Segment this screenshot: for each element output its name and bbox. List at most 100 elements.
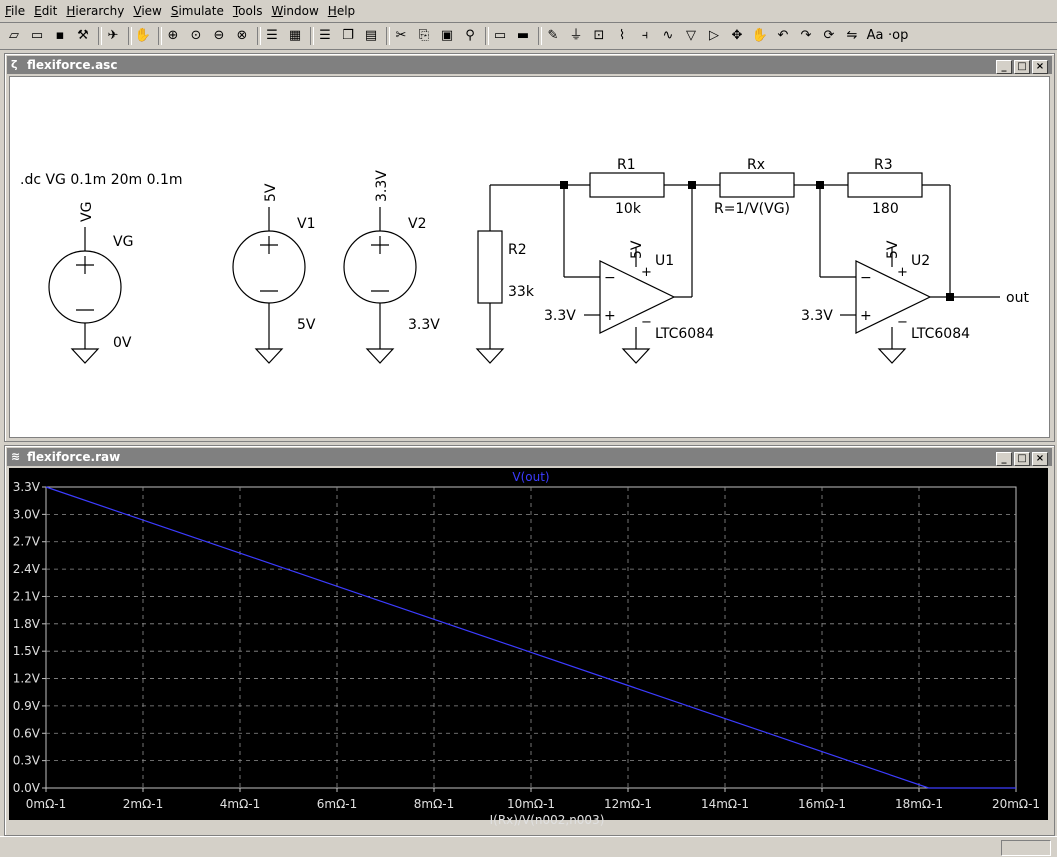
- cascade-icon[interactable]: ❐: [342, 28, 354, 43]
- control-panel-icon[interactable]: ⚒: [77, 28, 89, 43]
- zoom-pan-icon[interactable]: ⊙: [190, 28, 202, 43]
- minimize-button[interactable]: _: [996, 60, 1012, 74]
- save-icon[interactable]: ▪: [55, 28, 65, 43]
- label-icon[interactable]: ⊡: [593, 28, 605, 43]
- menu-window[interactable]: Window: [271, 4, 319, 18]
- print-icon[interactable]: ▬: [516, 28, 530, 43]
- menu-tools[interactable]: Tools: [232, 4, 263, 18]
- u1-name[interactable]: U1: [655, 253, 674, 269]
- move-icon[interactable]: ✥: [731, 28, 743, 43]
- zoom-cancel-icon[interactable]: ⊗: [236, 28, 248, 43]
- paste-icon[interactable]: ▣: [440, 28, 454, 43]
- menu-file[interactable]: File: [5, 4, 26, 18]
- grid-icon[interactable]: ▦: [288, 28, 302, 43]
- copy-icon[interactable]: ⎘: [418, 28, 430, 43]
- r2-value[interactable]: 33k: [508, 284, 535, 300]
- menu-simulate[interactable]: Simulate: [170, 4, 224, 18]
- r1-name[interactable]: R1: [617, 157, 636, 173]
- u2-ref-label[interactable]: 3.3V: [801, 308, 833, 324]
- vg-value[interactable]: 0V: [113, 335, 132, 351]
- zoom-out-icon[interactable]: ⊖: [213, 28, 225, 43]
- v2-node-label[interactable]: 3.3V: [374, 170, 390, 202]
- plot-titlebar[interactable]: ≋ flexiforce.raw _□×: [7, 448, 1052, 466]
- u2-name[interactable]: U2: [911, 253, 930, 269]
- r2-name[interactable]: R2: [508, 242, 527, 258]
- tile-horizontal-icon[interactable]: ☰: [319, 28, 331, 43]
- spice-directive[interactable]: .dc VG 0.1m 20m 0.1m: [20, 172, 183, 188]
- r3-value[interactable]: 180: [872, 201, 899, 217]
- cut-icon[interactable]: ✂: [395, 28, 407, 43]
- run-icon[interactable]: ✈: [107, 28, 119, 43]
- svg-text:−: −: [860, 270, 872, 286]
- svg-text:+: +: [604, 308, 616, 324]
- autorange-icon[interactable]: ☰: [266, 28, 278, 43]
- u1-ref-label[interactable]: 3.3V: [544, 308, 576, 324]
- r3-name[interactable]: R3: [874, 157, 893, 173]
- maximize-button[interactable]: □: [1014, 60, 1030, 74]
- rx-value[interactable]: R=1/V(VG): [714, 201, 790, 217]
- svg-text:+: +: [641, 265, 652, 280]
- schematic-window[interactable]: ζ flexiforce.asc _□×: [4, 53, 1055, 442]
- menu-hierarchy[interactable]: Hierarchy: [66, 4, 125, 18]
- drag-icon[interactable]: ✋: [751, 28, 769, 43]
- y-tick-label: 3.3V: [13, 480, 41, 494]
- svg-text:+: +: [897, 265, 908, 280]
- close-button[interactable]: ×: [1032, 60, 1048, 74]
- menu-edit[interactable]: Edit: [34, 4, 58, 18]
- y-tick-label: 1.8V: [13, 617, 41, 631]
- schematic-icon: ζ: [11, 58, 18, 71]
- zoom-in-icon[interactable]: ⊕: [167, 28, 179, 43]
- svg-text:−: −: [897, 315, 908, 330]
- close-button[interactable]: ×: [1032, 452, 1048, 466]
- component-icon[interactable]: ▷: [709, 28, 719, 43]
- diode-icon[interactable]: ▽: [686, 28, 696, 43]
- spice-directive-icon[interactable]: ·op: [888, 28, 909, 43]
- toolbar-separator: [538, 27, 542, 45]
- close-all-icon[interactable]: ▤: [364, 28, 378, 43]
- inductor-icon[interactable]: ∿: [662, 28, 674, 43]
- open-icon[interactable]: ▭: [30, 28, 44, 43]
- r1-value[interactable]: 10k: [615, 201, 642, 217]
- wire-icon[interactable]: ✎: [547, 28, 559, 43]
- halt-icon[interactable]: ✋: [134, 28, 152, 43]
- rotate-icon[interactable]: ⟳: [823, 28, 835, 43]
- new-schematic-icon[interactable]: ▱: [9, 28, 19, 43]
- vg-name[interactable]: VG: [113, 234, 133, 250]
- ground-icon[interactable]: ⏚: [569, 28, 583, 43]
- mirror-icon[interactable]: ⇋: [846, 28, 858, 43]
- minimize-button[interactable]: _: [996, 452, 1012, 466]
- toolbar-separator: [485, 27, 489, 45]
- u2-model[interactable]: LTC6084: [911, 326, 970, 342]
- x-tick-label: 0mΩ-1: [26, 797, 66, 811]
- vg-node-label[interactable]: VG: [79, 202, 95, 222]
- v1-value[interactable]: 5V: [297, 317, 316, 333]
- text-icon[interactable]: Aa: [866, 28, 884, 43]
- u2-supply-label[interactable]: 5V: [885, 240, 901, 259]
- waveform-icon: ≋: [11, 450, 21, 463]
- undo-icon[interactable]: ↶: [777, 28, 789, 43]
- find-icon[interactable]: ⚲: [465, 28, 475, 43]
- v1-node-label[interactable]: 5V: [263, 183, 279, 202]
- schematic-canvas[interactable]: −+ −+ +− +− .dc VG 0.1m 20m 0.1m VG VG 0…: [9, 76, 1050, 438]
- x-tick-label: 6mΩ-1: [317, 797, 357, 811]
- schematic-titlebar[interactable]: ζ flexiforce.asc _□×: [7, 56, 1052, 74]
- v2-value[interactable]: 3.3V: [408, 317, 440, 333]
- u1-model[interactable]: LTC6084: [655, 326, 714, 342]
- rx-name[interactable]: Rx: [747, 157, 765, 173]
- redo-icon[interactable]: ↷: [800, 28, 812, 43]
- u1-supply-label[interactable]: 5V: [629, 240, 645, 259]
- menu-view[interactable]: View: [133, 4, 162, 18]
- svg-text:−: −: [604, 270, 616, 286]
- schematic-drawing: −+ −+ +− +− .dc VG 0.1m 20m 0.1m VG VG 0…: [20, 157, 1029, 364]
- x-tick-label: 8mΩ-1: [414, 797, 454, 811]
- menu-help[interactable]: Help: [327, 4, 356, 18]
- capacitor-icon[interactable]: ⫞: [641, 28, 649, 43]
- maximize-button[interactable]: □: [1014, 452, 1030, 466]
- v1-name[interactable]: V1: [297, 216, 315, 232]
- print-setup-icon[interactable]: ▭: [493, 28, 507, 43]
- resistor-icon[interactable]: ⌇: [618, 28, 626, 43]
- v2-name[interactable]: V2: [408, 216, 426, 232]
- out-label[interactable]: out: [1006, 290, 1029, 306]
